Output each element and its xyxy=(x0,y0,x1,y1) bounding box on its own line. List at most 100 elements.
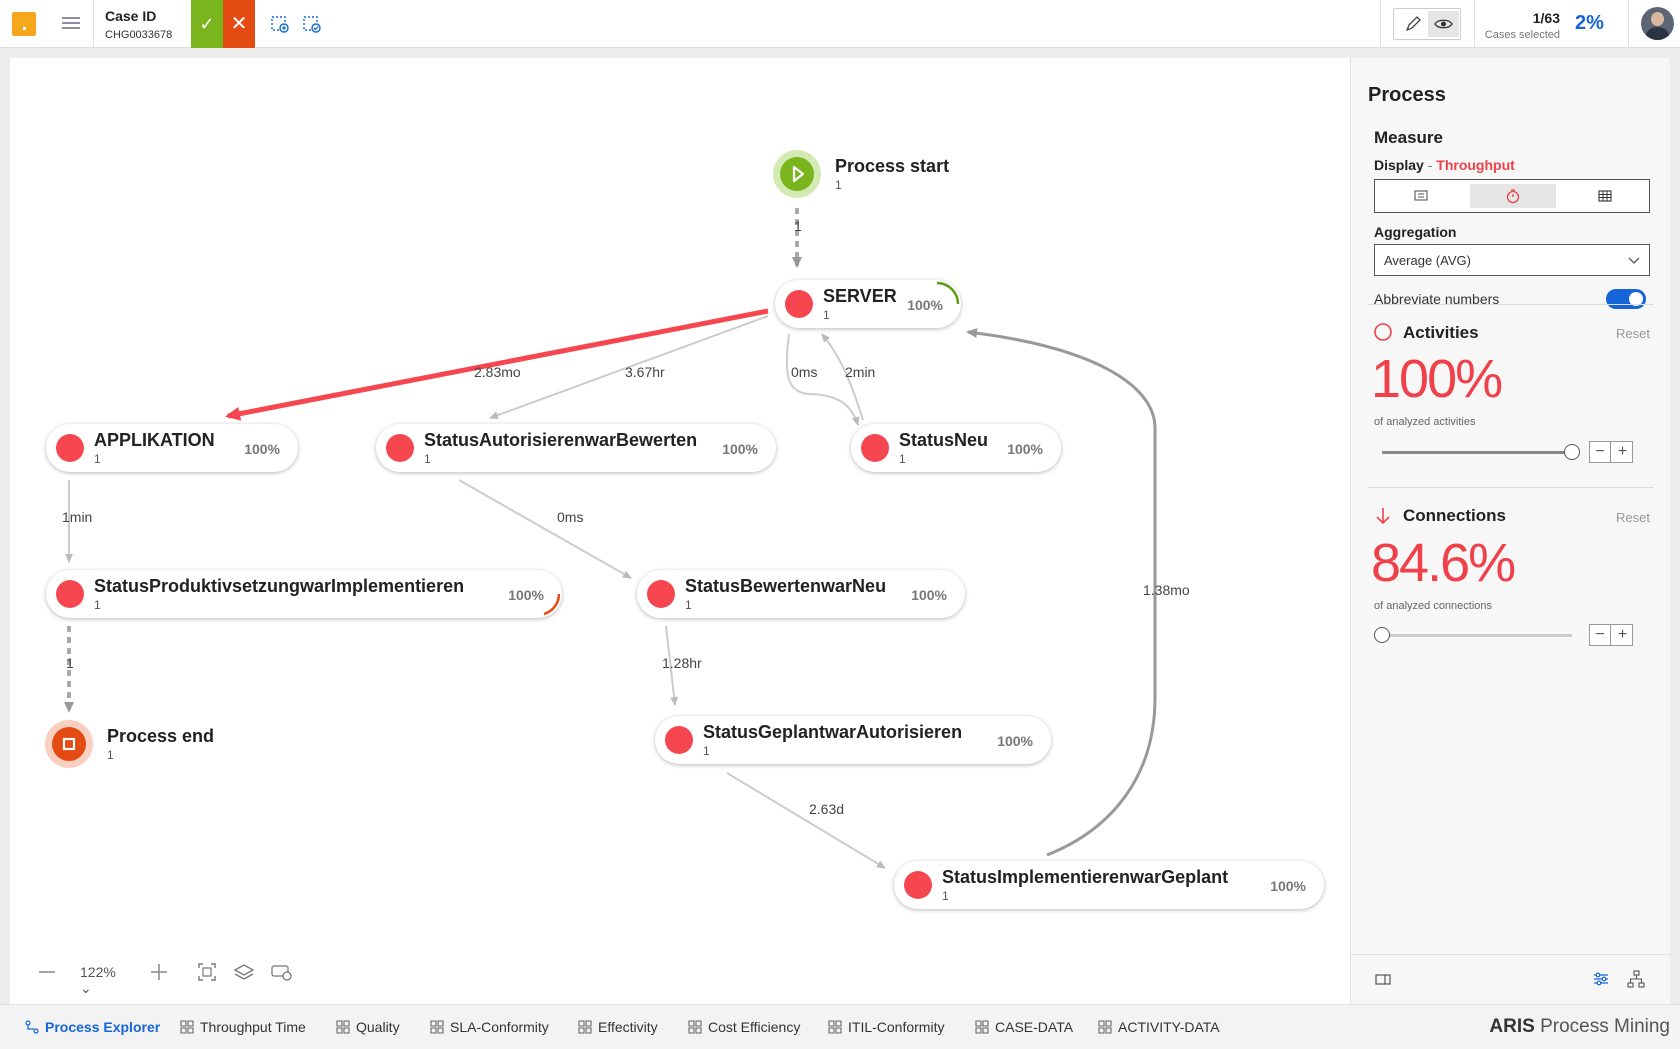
edge-label: 1.38mo xyxy=(1143,582,1190,598)
zoom-level[interactable]: 122% ⌄ xyxy=(80,964,116,996)
activities-slider-handle[interactable] xyxy=(1564,444,1580,460)
activity-name: StatusGeplantwarAutorisieren xyxy=(703,722,963,742)
chevron-down-icon: ⌄ xyxy=(80,980,92,996)
hierarchy-icon[interactable] xyxy=(1626,969,1646,989)
check-selection-icon[interactable] xyxy=(302,14,322,34)
activities-stepper: − + xyxy=(1589,441,1633,463)
activity-dot xyxy=(785,290,813,318)
activity-name: StatusNeu xyxy=(899,430,989,450)
divider xyxy=(1628,0,1629,48)
edge-server-applikation xyxy=(225,308,769,421)
activity-node-statusneu[interactable]: StatusNeu 1 100% xyxy=(851,424,1061,472)
edge-geplant-implementieren xyxy=(726,772,886,869)
edge-label: 1 xyxy=(794,218,802,234)
dashboard-icon xyxy=(336,1020,350,1034)
edge-label: 1.28hr xyxy=(662,655,702,671)
activity-percent: 100% xyxy=(911,587,947,603)
display-throughput-icon[interactable] xyxy=(1470,184,1556,208)
activities-slider[interactable] xyxy=(1382,444,1580,460)
activity-node-statusproduktivsetzungwarimplementieren[interactable]: StatusProduktivsetzungwarImplementieren … xyxy=(46,570,562,618)
stop-icon xyxy=(52,727,86,761)
panel-title: Process xyxy=(1368,84,1446,106)
progress-arc-icon xyxy=(936,281,960,305)
edit-mode-icon[interactable] xyxy=(1397,11,1428,37)
process-start-label: Process start xyxy=(835,156,950,176)
activity-node-statusautorisierenwarbewerten[interactable]: StatusAutorisierenwarBewerten 1 100% xyxy=(376,424,776,472)
divider xyxy=(1368,304,1654,305)
display-frequency-icon[interactable] xyxy=(1378,184,1464,208)
aggregation-label: Aggregation xyxy=(1374,224,1457,240)
activity-dot xyxy=(861,434,889,462)
arrow-down-icon xyxy=(1376,508,1390,525)
analysis-tab-bar: Process Explorer Throughput Time Quality… xyxy=(0,1004,1680,1049)
divider xyxy=(93,0,94,48)
filter-settings-icon[interactable] xyxy=(1591,969,1611,989)
view-mode-eye-icon[interactable] xyxy=(1428,11,1459,37)
activity-count: 1 xyxy=(703,744,710,758)
dashboard-icon xyxy=(1098,1020,1112,1034)
zoom-in-icon[interactable] xyxy=(146,959,172,985)
connections-slider[interactable] xyxy=(1374,627,1572,643)
activity-count: 1 xyxy=(823,308,830,322)
process-end-count: 1 xyxy=(107,748,114,762)
connections-heading: Connections xyxy=(1403,506,1506,525)
divider xyxy=(1368,487,1654,488)
collapse-panel-icon[interactable] xyxy=(1373,969,1393,989)
edge-statusneu-server xyxy=(821,333,864,421)
activity-node-statusbewertenwarneu[interactable]: StatusBewertenwarNeu 1 100% xyxy=(637,570,965,618)
cases-percent: 2% xyxy=(1575,12,1604,34)
reject-button[interactable]: ✕ xyxy=(223,0,255,48)
dashboard-icon xyxy=(688,1020,702,1034)
zoom-out-icon[interactable] xyxy=(34,959,60,985)
edge-label: 0ms xyxy=(557,509,584,525)
accept-button[interactable]: ✓ xyxy=(191,0,223,48)
activity-node-applikation[interactable]: APPLIKATION 1 100% xyxy=(46,424,298,472)
aggregation-select[interactable]: Average (AVG) xyxy=(1374,244,1650,276)
activities-note: of analyzed activities xyxy=(1374,416,1476,428)
activities-reset-link[interactable]: Reset xyxy=(1616,326,1650,341)
play-icon xyxy=(780,157,814,191)
activity-node-statusimplementierenwargeplant[interactable]: StatusImplementierenwarGeplant 1 100% xyxy=(894,861,1324,909)
dashboard-icon xyxy=(975,1020,989,1034)
activity-dot xyxy=(386,434,414,462)
display-table-icon[interactable] xyxy=(1562,184,1648,208)
connections-slider-handle[interactable] xyxy=(1374,627,1390,643)
activities-decrease-button[interactable]: − xyxy=(1590,442,1611,462)
hamburger-menu-icon[interactable] xyxy=(60,14,82,34)
edge-label: 1 xyxy=(66,655,74,671)
connections-increase-button[interactable]: + xyxy=(1617,626,1628,643)
add-selection-icon[interactable] xyxy=(270,14,290,34)
aggregation-value: Average (AVG) xyxy=(1384,253,1471,268)
activities-heading: Activities xyxy=(1403,323,1479,342)
activity-percent: 100% xyxy=(508,587,544,603)
activity-dot xyxy=(56,580,84,608)
chevron-down-icon xyxy=(1628,257,1640,264)
brand-logo: ARIS Process Mining xyxy=(1489,1016,1670,1037)
edge-label: 2.63d xyxy=(809,801,845,817)
animation-icon[interactable] xyxy=(268,959,294,985)
activity-count: 1 xyxy=(424,452,431,466)
connections-reset-link[interactable]: Reset xyxy=(1616,510,1650,525)
connections-stepper: − + xyxy=(1589,624,1633,646)
edge-server-statusneu xyxy=(785,333,860,426)
activity-percent: 100% xyxy=(907,297,943,313)
edge-label: 0ms xyxy=(791,364,818,380)
activity-percent: 100% xyxy=(1270,878,1306,894)
user-avatar[interactable] xyxy=(1641,7,1674,40)
panel-footer xyxy=(1351,954,1671,1004)
abbreviate-numbers-toggle[interactable] xyxy=(1606,289,1646,309)
edge-label: 1min xyxy=(62,509,93,525)
activities-increase-button[interactable]: + xyxy=(1617,443,1628,460)
fit-to-screen-icon[interactable] xyxy=(194,959,220,985)
activities-percent: 100% xyxy=(1371,349,1503,409)
activity-node-server[interactable]: SERVER 1 100% xyxy=(775,280,961,328)
activity-dot xyxy=(56,434,84,462)
connections-decrease-button[interactable]: − xyxy=(1590,625,1611,645)
case-id-value: CHG0033678 xyxy=(105,29,173,41)
layers-icon[interactable] xyxy=(231,959,257,985)
process-graph-canvas[interactable]: 1 2.83mo 3.67hr 0ms 2min 1min 0ms 1.38mo… xyxy=(10,58,1350,1004)
edge-label: 3.67hr xyxy=(625,364,665,380)
activity-name: StatusImplementierenwarGeplant xyxy=(942,867,1229,887)
activity-node-statusgeplantwarautorisieren[interactable]: StatusGeplantwarAutorisieren 1 100% xyxy=(655,716,1051,764)
process-settings-panel: Process Measure Display - Throughput Agg… xyxy=(1350,58,1671,1004)
